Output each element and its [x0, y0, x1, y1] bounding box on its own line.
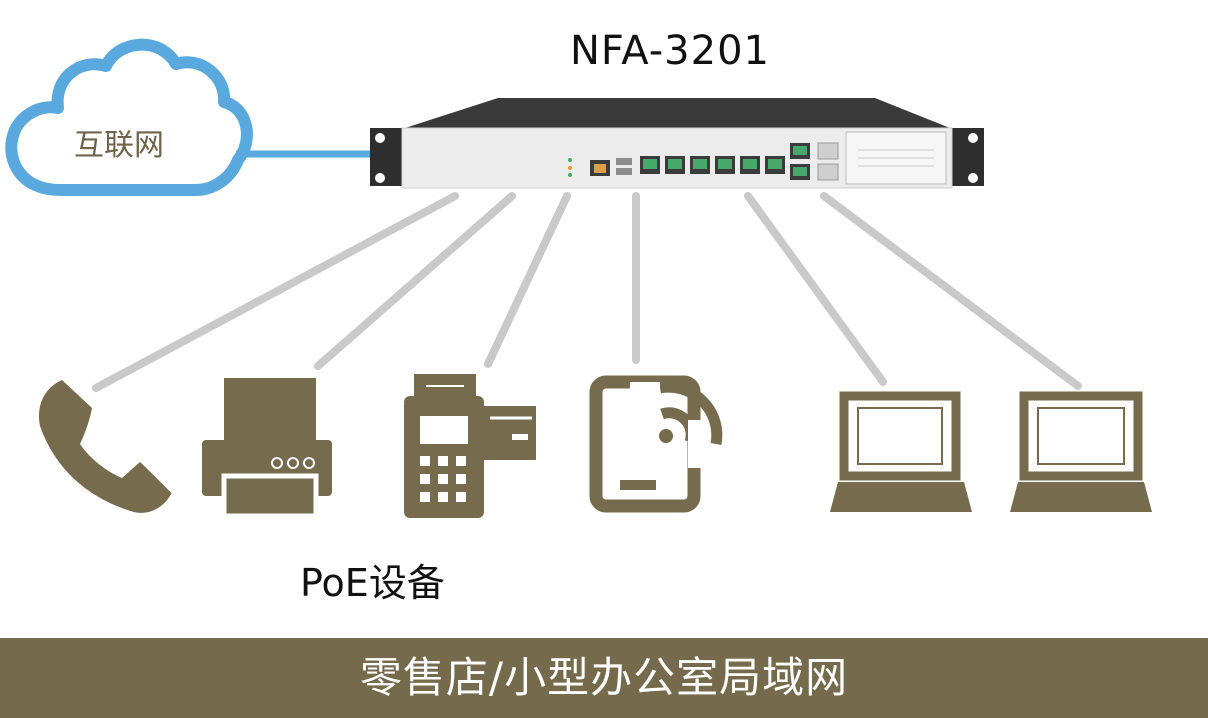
lan-footer-banner: 零售店/小型办公室局域网: [0, 638, 1208, 718]
mobile-wifi-icon: [589, 375, 723, 513]
link-pos: [484, 192, 571, 368]
lan-footer-text: 零售店/小型办公室局域网: [359, 653, 849, 702]
laptop-icon: [1010, 391, 1152, 512]
link-laptop-1: [744, 192, 887, 386]
internet-label: 互联网: [74, 128, 164, 163]
device-links: [92, 192, 1082, 392]
pos-terminal-icon: [404, 374, 536, 518]
link-printer: [314, 192, 516, 370]
printer-icon: [202, 378, 332, 519]
link-laptop-2: [820, 192, 1082, 390]
phone-icon: [38, 378, 178, 513]
nfa-appliance: [370, 98, 984, 189]
laptop-icon: [830, 391, 972, 512]
device-model-title: NFA-3201: [570, 28, 770, 74]
poe-devices-label: PoE设备: [300, 561, 445, 605]
cloud-icon: [5, 38, 253, 196]
link-phone: [92, 192, 459, 392]
